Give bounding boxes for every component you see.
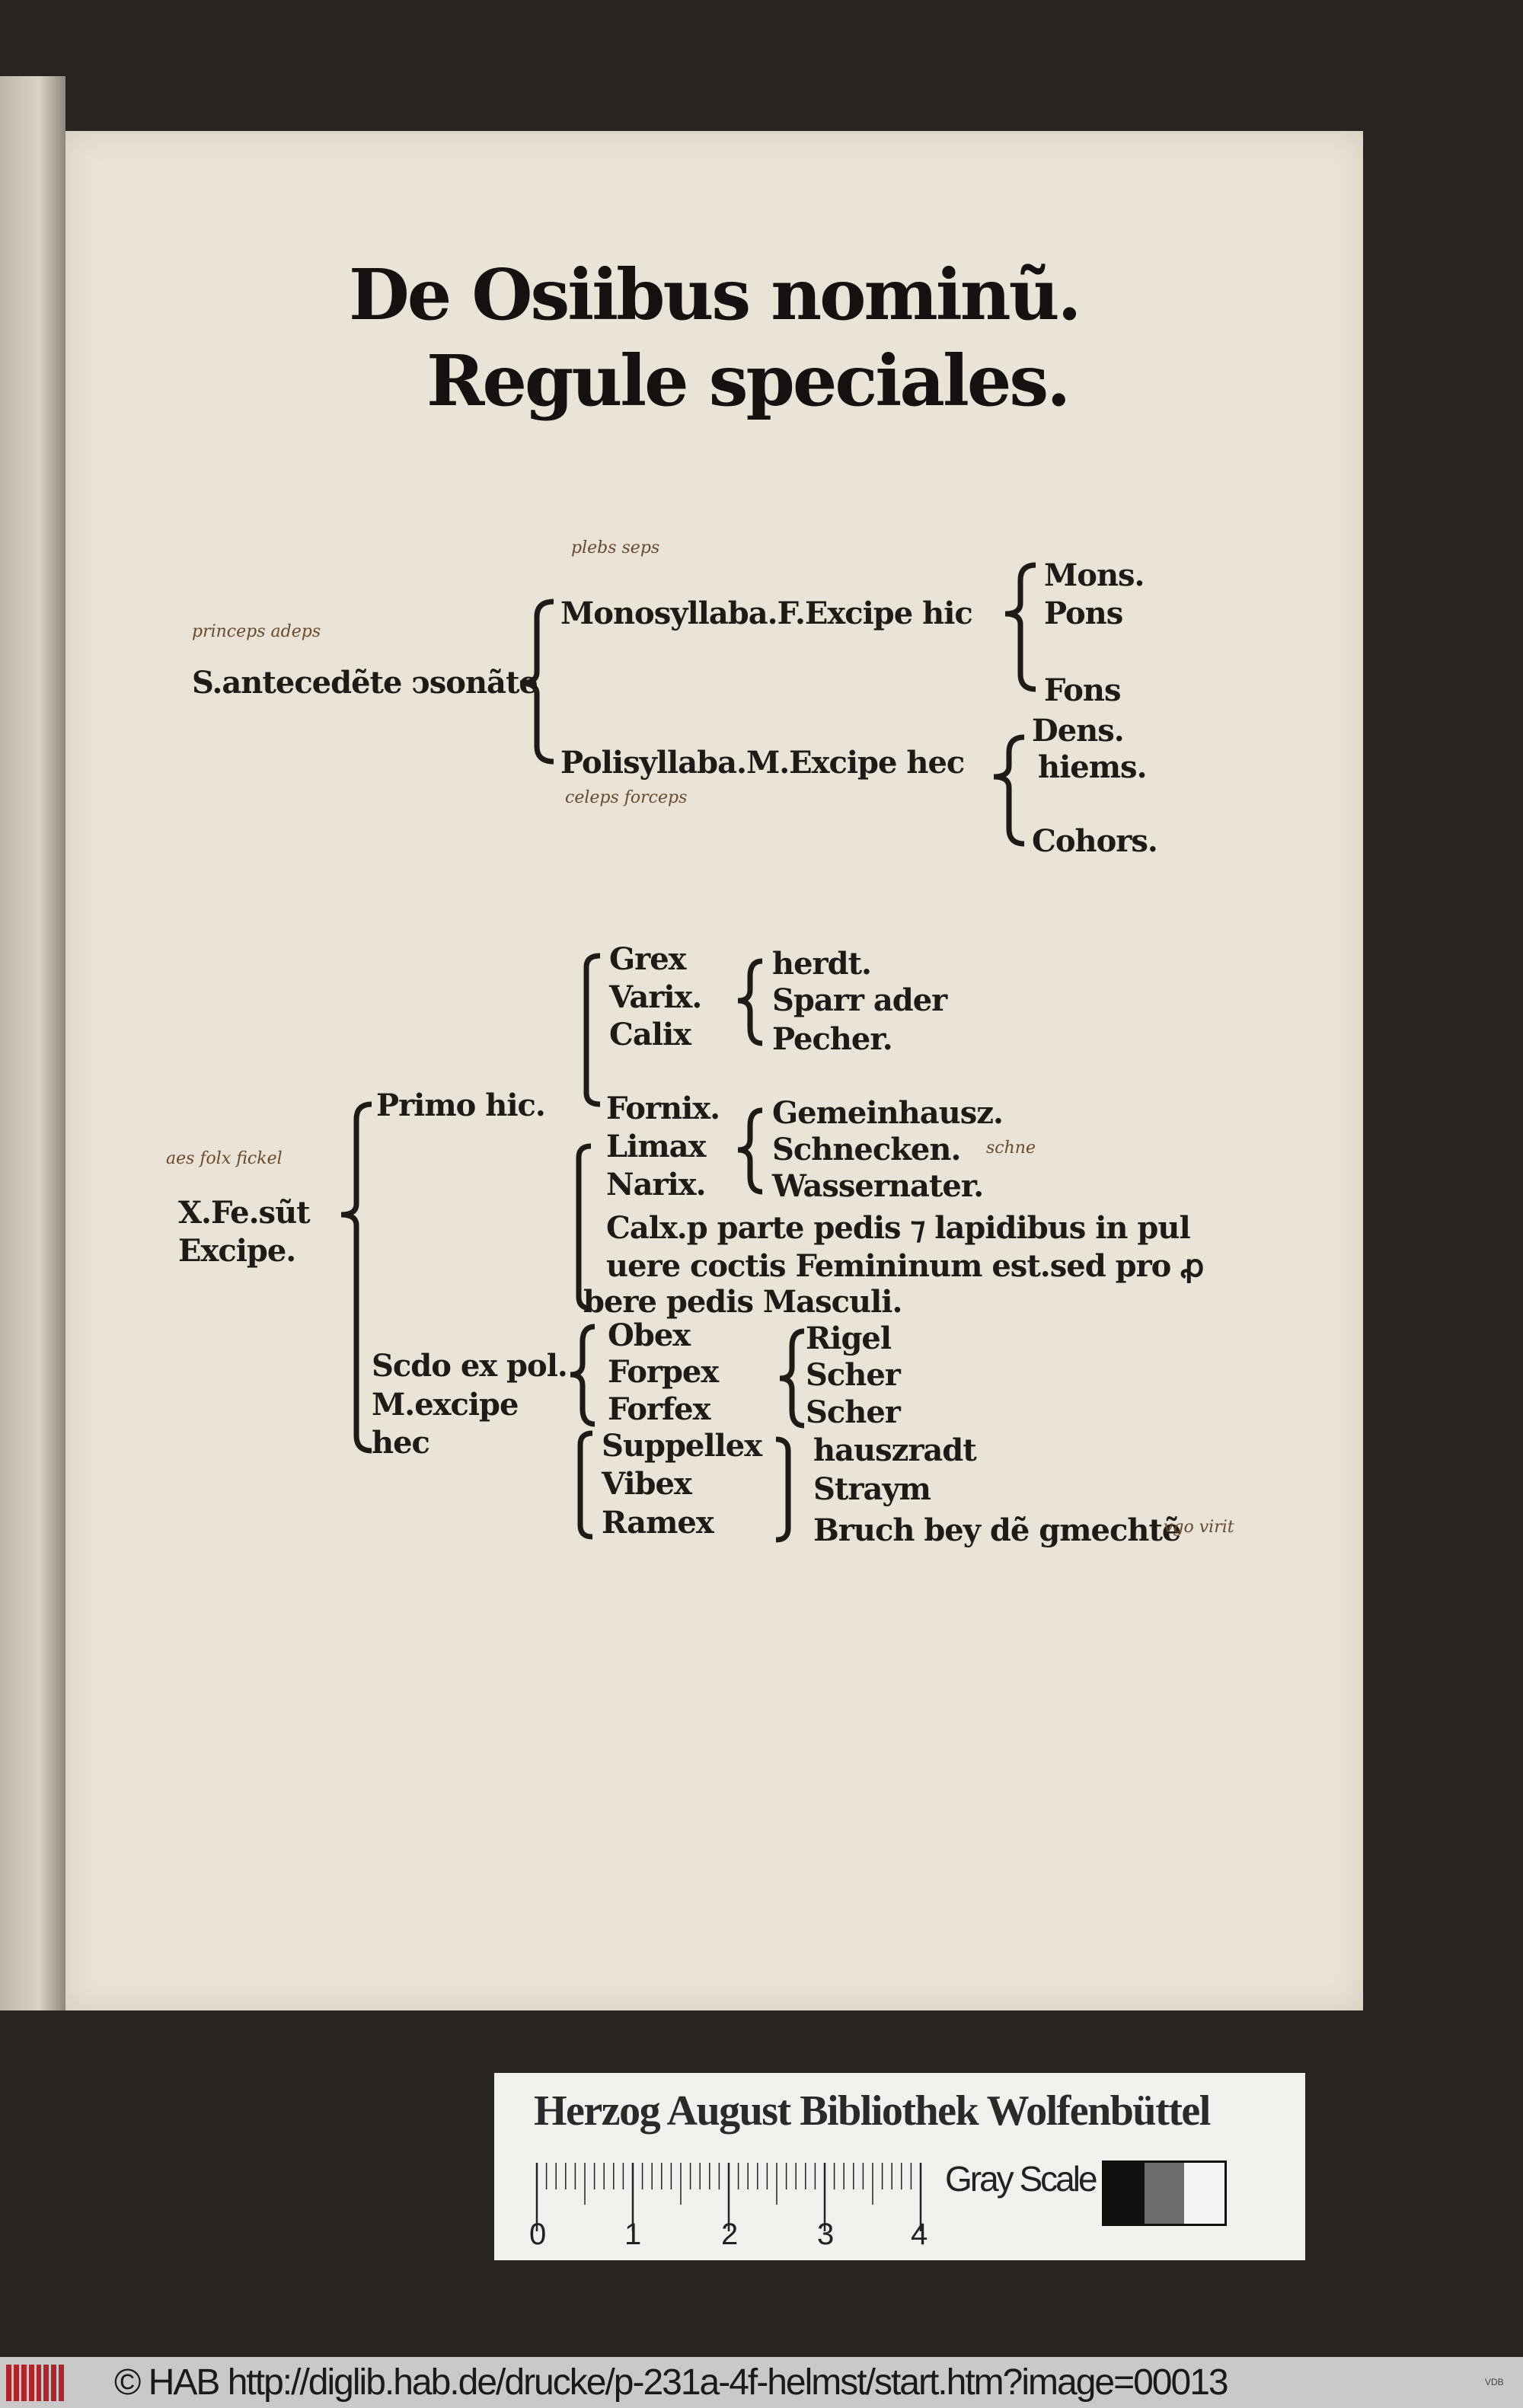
annotation: vgo virit bbox=[1164, 1518, 1234, 1537]
ruler-number: 3 bbox=[817, 2218, 835, 2251]
copyright-url[interactable]: © HAB http://diglib.hab.de/drucke/p-231a… bbox=[114, 2362, 1229, 2403]
latin-word: Forpex bbox=[608, 1354, 719, 1390]
latin-word: Limax bbox=[606, 1129, 706, 1164]
adjacent-page-edge bbox=[0, 76, 65, 2010]
vdb-badge: VDB bbox=[1485, 2377, 1504, 2387]
german-word: Rigel bbox=[806, 1321, 892, 1356]
calx-line: uere coctis Femininum est.sed pro ꝓ bbox=[606, 1248, 1204, 1284]
ruler-number: 2 bbox=[721, 2218, 739, 2251]
calx-line: Calx.p parte pedis ⁊ lapidibus in pul bbox=[606, 1210, 1191, 1246]
latin-word: Forfex bbox=[608, 1391, 710, 1427]
primo-label: Primo hic. bbox=[376, 1087, 546, 1123]
swatch-gray bbox=[1144, 2163, 1185, 2224]
german-word: Scher bbox=[806, 1394, 901, 1430]
latin-word: Ramex bbox=[602, 1505, 714, 1541]
secundo-label: Scdo ex pol. bbox=[372, 1348, 568, 1384]
latin-word: Vibex bbox=[602, 1466, 692, 1502]
exception: Fons bbox=[1044, 672, 1121, 708]
german-word: Gemeinhausz. bbox=[772, 1095, 1004, 1131]
title-line-1: De Osiibus nominũ. bbox=[349, 254, 1082, 336]
exception: Mons. bbox=[1044, 557, 1145, 593]
book-page bbox=[65, 131, 1363, 2010]
latin-word: Narix. bbox=[606, 1167, 707, 1202]
title-line-2: Regule speciales. bbox=[426, 340, 1071, 422]
ruler bbox=[535, 2163, 922, 2231]
latin-word: Calix bbox=[609, 1017, 691, 1052]
color-calibration-card: Herzog August Bibliothek Wolfenbüttel 0 … bbox=[494, 2073, 1305, 2260]
annotation: princeps adeps bbox=[192, 622, 321, 641]
ruler-number: 1 bbox=[624, 2218, 642, 2251]
german-word: Pecher. bbox=[772, 1021, 893, 1057]
exception: Dens. bbox=[1032, 713, 1125, 749]
gray-scale-swatch bbox=[1102, 2160, 1227, 2226]
diagram2-root: Excipe. bbox=[178, 1233, 296, 1269]
diagram1-root: S.antecedẽte ↄsonãte bbox=[192, 665, 538, 701]
calx-line: bere pedis Masculi. bbox=[583, 1284, 902, 1320]
annotation: celeps forceps bbox=[565, 788, 688, 807]
german-word: Wassernater. bbox=[772, 1168, 984, 1204]
swatch-black bbox=[1104, 2163, 1145, 2224]
exception: Cohors. bbox=[1032, 823, 1158, 859]
annotation: schne bbox=[986, 1139, 1036, 1158]
secundo-label: M.excipe bbox=[372, 1387, 519, 1423]
gray-scale-label: Gray Scale bbox=[945, 2159, 1098, 2199]
diagram1-monosyllaba: Monosyllaba.F.Excipe hic bbox=[560, 596, 973, 631]
annotation: plebs seps bbox=[571, 538, 660, 557]
secundo-label: hec bbox=[372, 1425, 430, 1461]
german-word: Schnecken. bbox=[772, 1132, 961, 1167]
german-word: herdt. bbox=[772, 946, 872, 982]
latin-word: Varix. bbox=[609, 979, 702, 1015]
german-word: Bruch bey dẽ gmechtẽ bbox=[813, 1512, 1181, 1548]
footer-bar: © HAB http://diglib.hab.de/drucke/p-231a… bbox=[0, 2357, 1523, 2408]
latin-word: Fornix. bbox=[606, 1091, 720, 1126]
diagram1-polisyllaba: Polisyllaba.M.Excipe hec bbox=[560, 745, 965, 781]
diagram2-root: X.Fe.sũt bbox=[178, 1195, 311, 1231]
german-word: Straym bbox=[813, 1471, 931, 1507]
card-title: Herzog August Bibliothek Wolfenbüttel bbox=[534, 2087, 1211, 2135]
german-word: Scher bbox=[806, 1357, 901, 1393]
latin-word: Grex bbox=[609, 941, 687, 977]
annotation: aes folx fickel bbox=[166, 1149, 283, 1168]
hab-logo-icon bbox=[6, 2365, 64, 2401]
swatch-white bbox=[1184, 2163, 1225, 2224]
exception: Pons bbox=[1044, 596, 1123, 631]
ruler-number: 0 bbox=[529, 2218, 547, 2251]
latin-word: Obex bbox=[608, 1317, 691, 1353]
ruler-number: 4 bbox=[911, 2218, 928, 2251]
exception: hiems. bbox=[1038, 749, 1147, 785]
german-word: Sparr ader bbox=[772, 982, 947, 1018]
german-word: hauszradt bbox=[813, 1432, 977, 1468]
latin-word: Suppellex bbox=[602, 1428, 762, 1464]
